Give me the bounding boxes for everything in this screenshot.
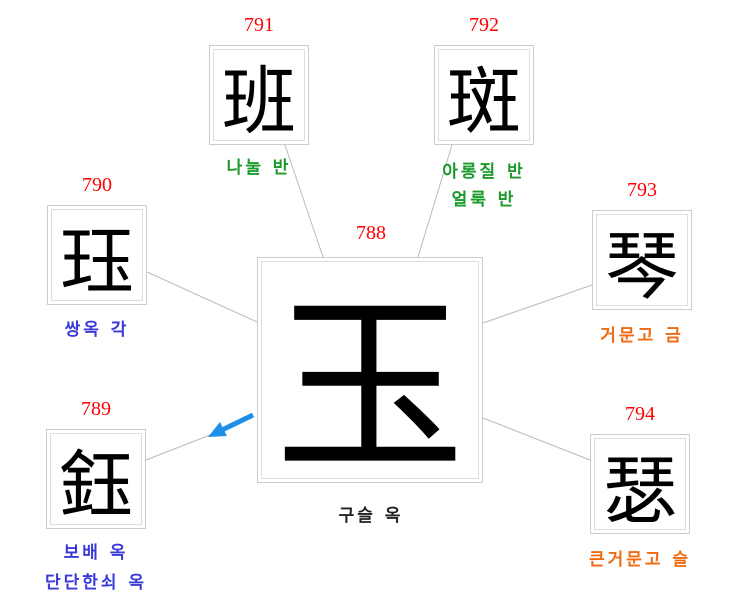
arrow-icon — [208, 412, 255, 437]
node-790-number: 790 — [82, 174, 112, 196]
node-789-char: 鈺 — [50, 433, 142, 529]
node-789-meaning-1: 보배 옥 — [63, 543, 129, 563]
connector-793 — [482, 284, 593, 324]
connector-792 — [417, 144, 453, 258]
node-794-number: 794 — [625, 403, 655, 425]
node-793-char: 琴 — [596, 214, 688, 310]
node-794-box[interactable]: 瑟 — [590, 434, 690, 534]
center-char-box[interactable]: 玉 — [257, 257, 483, 498]
node-789-box[interactable]: 鈺 — [46, 429, 146, 529]
center-number: 788 — [356, 222, 386, 244]
connector-791 — [284, 144, 324, 258]
node-792-char: 斑 — [438, 49, 530, 145]
node-792-meaning-1: 아롱질 반 — [442, 162, 526, 182]
node-791-meaning: 나눌 반 — [226, 158, 292, 178]
node-789-number: 789 — [81, 398, 111, 420]
node-789-meaning-2: 단단한쇠 옥 — [44, 573, 148, 593]
node-791-char: 班 — [213, 49, 305, 145]
connector-789 — [145, 434, 211, 461]
center-char: 玉 — [261, 261, 479, 498]
node-792-number: 792 — [469, 14, 499, 36]
node-792-meaning-2: 얼룩 반 — [451, 190, 517, 210]
node-791-box[interactable]: 班 — [209, 45, 309, 145]
node-792-box[interactable]: 斑 — [434, 45, 534, 145]
node-793-box[interactable]: 琴 — [592, 210, 692, 310]
node-790-char: 珏 — [51, 209, 143, 305]
node-794-meaning: 큰거문고 슬 — [588, 550, 692, 570]
node-790-box[interactable]: 珏 — [47, 205, 147, 305]
node-790-meaning: 쌍옥 각 — [64, 320, 130, 340]
node-793-number: 793 — [627, 179, 657, 201]
connector-794 — [482, 417, 591, 461]
node-794-char: 瑟 — [594, 438, 686, 534]
center-meaning: 구슬 옥 — [338, 506, 404, 526]
node-793-meaning: 거문고 금 — [600, 326, 684, 346]
node-791-number: 791 — [244, 14, 274, 36]
connector-790 — [146, 271, 258, 323]
